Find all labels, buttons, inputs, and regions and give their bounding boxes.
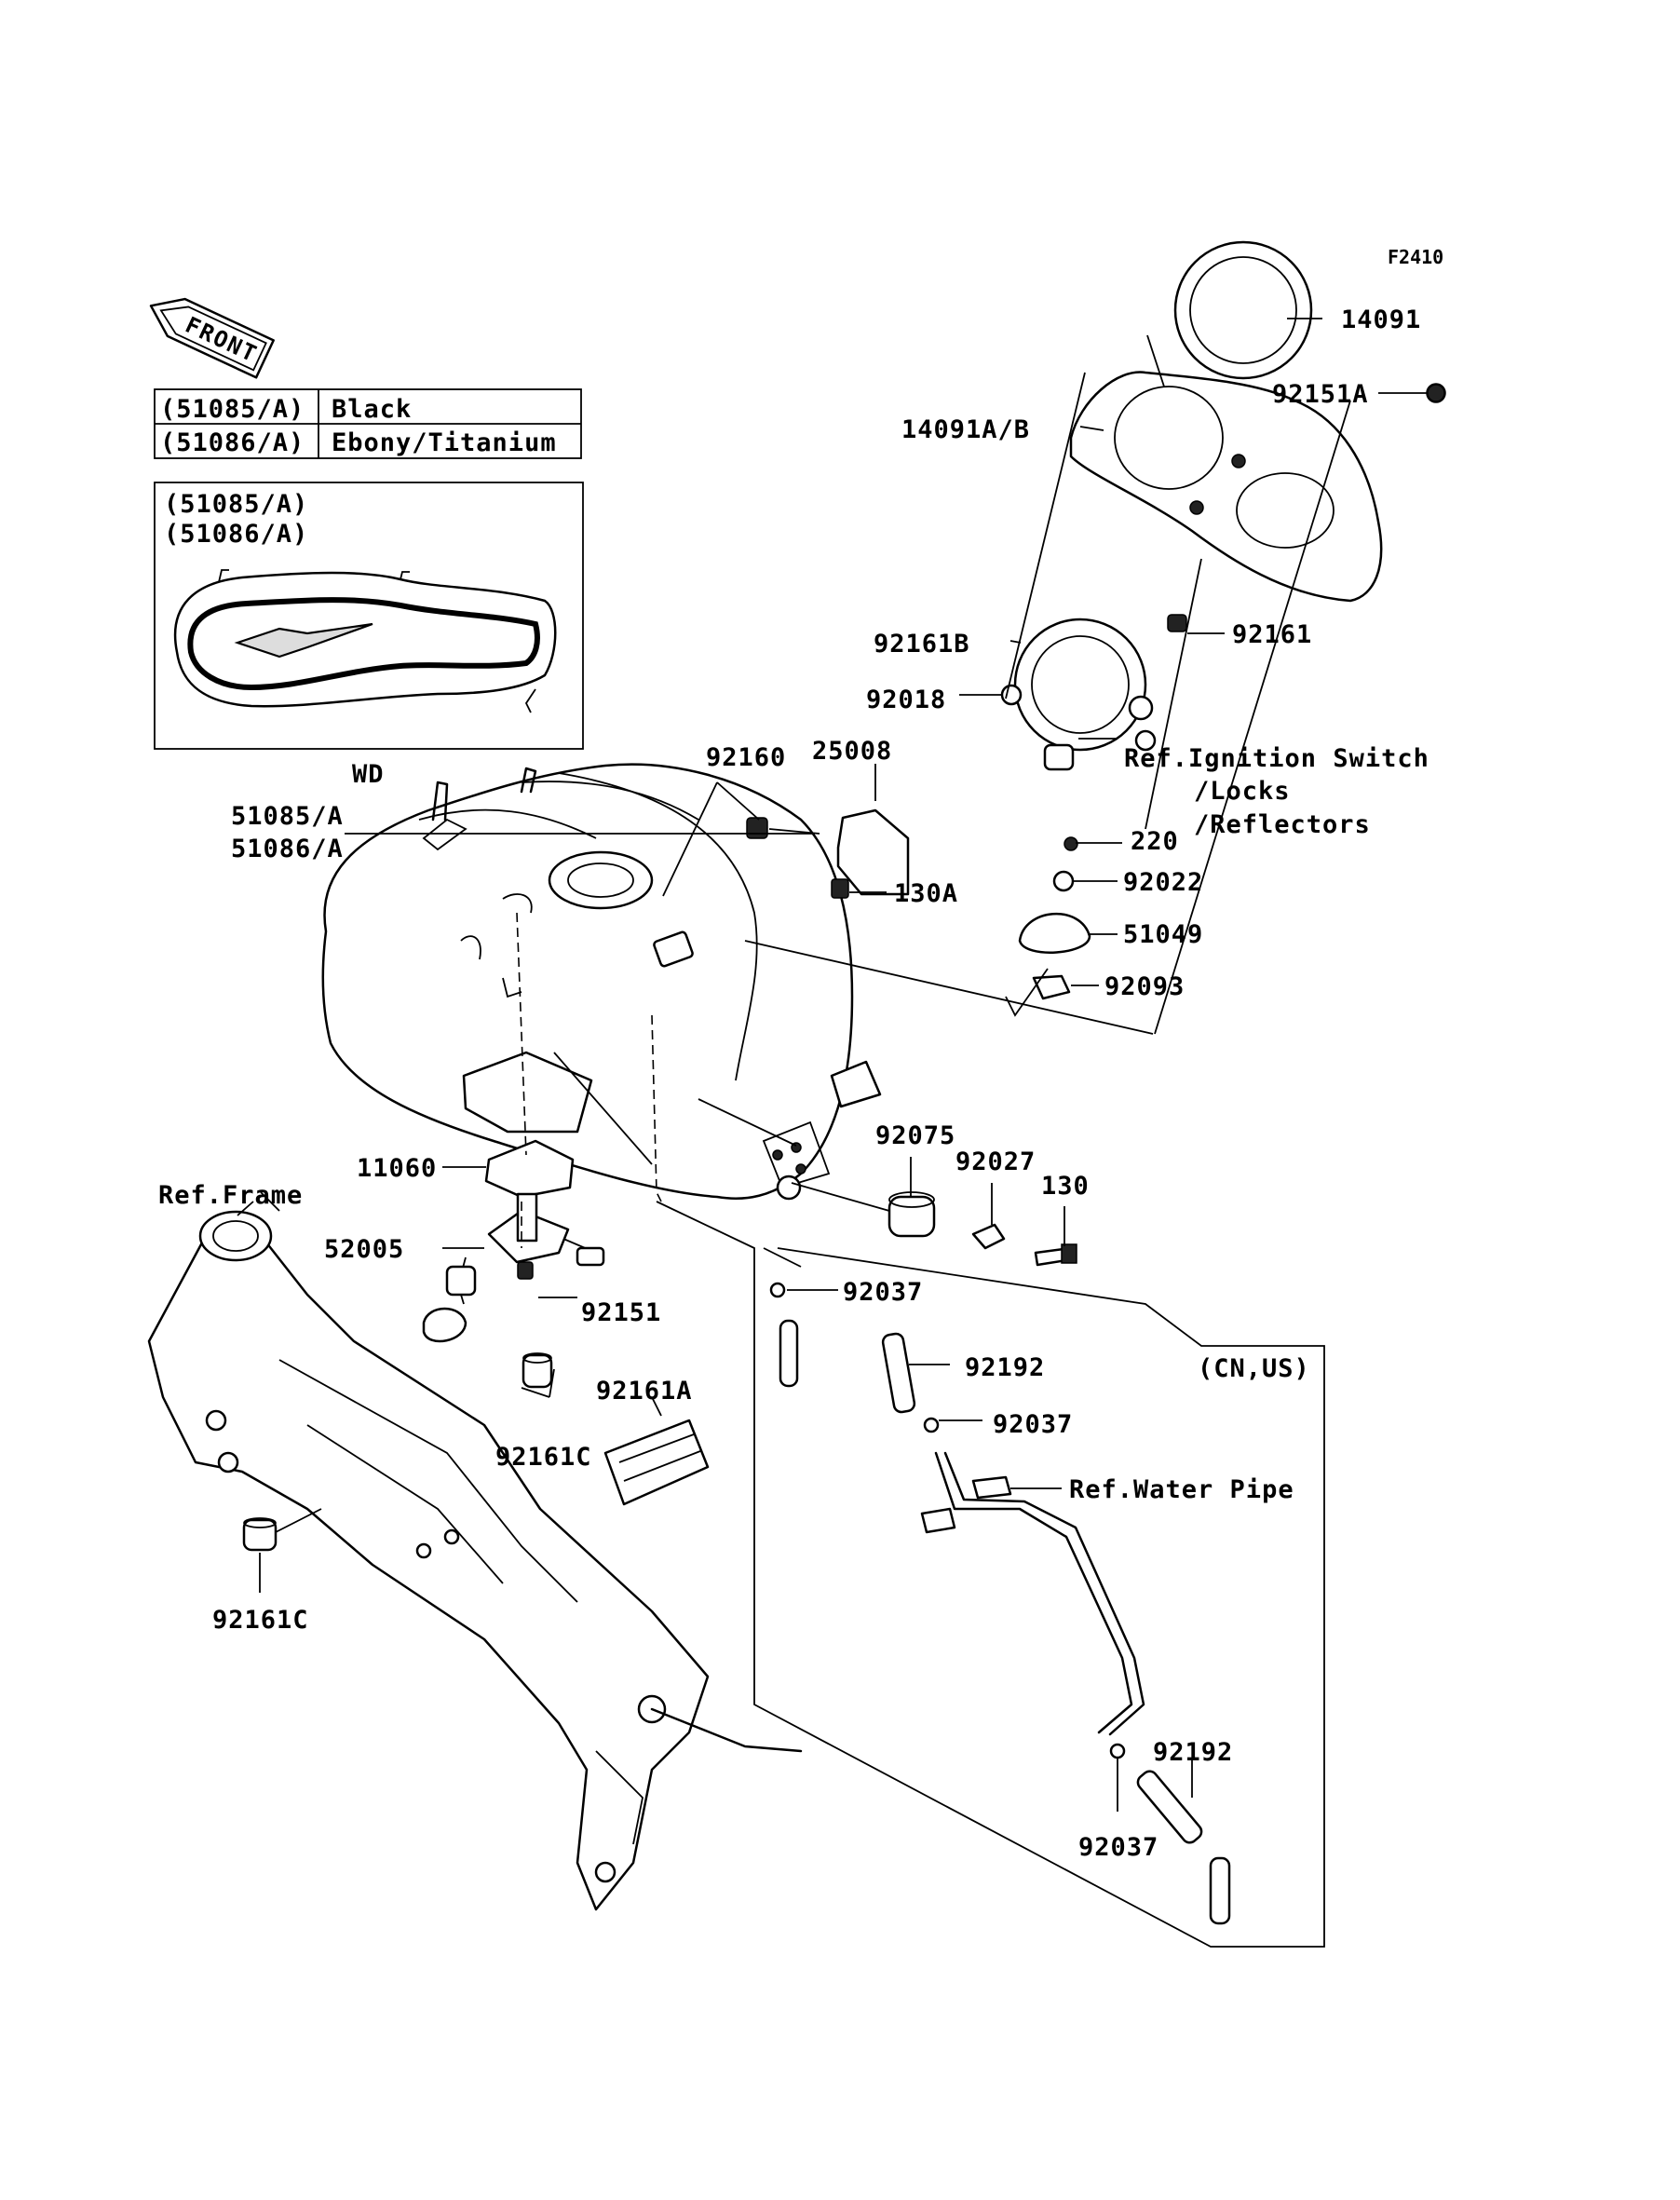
label-92037-c: 92037 — [1078, 1833, 1158, 1862]
color-table-part-1: (51085/A) — [160, 395, 305, 424]
label-wd: WD — [352, 760, 385, 789]
color-table-color-2: Ebony/Titanium — [332, 428, 557, 457]
fuel-pump-52005 — [422, 1192, 605, 1343]
label-130: 130 — [1041, 1172, 1090, 1201]
collar-92027 — [971, 1223, 1006, 1250]
label-92022: 92022 — [1123, 868, 1203, 897]
damper-92161c-upper — [522, 1352, 553, 1389]
bolt-92151a — [1427, 384, 1445, 402]
label-92161c-a: 92161C — [495, 1443, 592, 1472]
water-pipe — [920, 1451, 1145, 1736]
label-51049: 51049 — [1123, 920, 1203, 949]
hose-92192-lower — [1136, 1770, 1231, 1925]
label-51086a: 51086/A — [231, 835, 344, 863]
front-arrow-icon: FRONT — [149, 297, 275, 379]
frame — [147, 1210, 803, 1911]
inset-line-2: (51086/A) — [164, 520, 308, 549]
label-14091: 14091 — [1341, 306, 1421, 334]
label-ref-water-pipe: Ref.Water Pipe — [1069, 1475, 1294, 1504]
color-table: (51085/A) Black (51086/A) Ebony/Titanium — [154, 388, 582, 459]
label-92037-a: 92037 — [843, 1278, 923, 1307]
hose-92192-upper — [779, 1319, 916, 1414]
label-11060: 11060 — [357, 1154, 437, 1183]
label-92161b: 92161B — [874, 630, 970, 659]
label-92161c-b: 92161C — [212, 1606, 309, 1635]
pump-gasket-11060 — [484, 1139, 575, 1199]
label-ref-ignition-3: /Reflectors — [1194, 810, 1371, 839]
label-ref-ignition-2: /Locks — [1194, 777, 1291, 806]
label-92018: 92018 — [866, 686, 946, 714]
label-cn-us: (CN,US) — [1198, 1354, 1310, 1383]
label-92093: 92093 — [1104, 972, 1185, 1001]
label-ref-ignition-1: Ref.Ignition Switch — [1124, 744, 1429, 773]
label-14091ab: 14091A/B — [901, 415, 1030, 444]
damper-92161c-lower — [242, 1517, 278, 1552]
label-92192-b: 92192 — [1153, 1738, 1233, 1767]
inset-line-1: (51085/A) — [164, 490, 308, 519]
damper-92075 — [887, 1191, 936, 1238]
meter-ring-92161b — [1013, 618, 1157, 752]
label-92151: 92151 — [581, 1298, 661, 1327]
label-92160: 92160 — [706, 743, 786, 772]
tank-inset: (51085/A) (51086/A) — [154, 482, 584, 750]
label-92151a: 92151A — [1272, 380, 1369, 409]
color-table-part-2: (51086/A) — [160, 428, 305, 457]
fuel-tank — [321, 763, 854, 1201]
label-130a: 130A — [894, 879, 958, 908]
bolt-130 — [1034, 1243, 1077, 1267]
clamps-92037 — [769, 1282, 1126, 1759]
label-25008: 25008 — [812, 737, 892, 766]
color-table-color-1: Black — [332, 395, 412, 424]
part-labels: WD 51085/A 51086/A 14091 14091A/B 92151A… — [158, 306, 1429, 1862]
meter-cover-14091ab — [1069, 371, 1383, 603]
figure-code: F2410 — [1388, 246, 1443, 268]
label-52005: 52005 — [324, 1235, 404, 1264]
label-220: 220 — [1131, 827, 1179, 856]
label-92192-a: 92192 — [965, 1353, 1045, 1382]
label-92161a: 92161A — [596, 1377, 693, 1406]
boundary-lines — [516, 372, 1351, 1948]
leader-lines — [237, 318, 1428, 1812]
label-51085a: 51085/A — [231, 802, 344, 831]
label-92075: 92075 — [875, 1121, 955, 1150]
meter-gasket-14091 — [1173, 240, 1313, 380]
label-92037-b: 92037 — [993, 1410, 1073, 1439]
label-92161: 92161 — [1232, 620, 1312, 649]
label-92027: 92027 — [955, 1148, 1036, 1176]
label-ref-frame: Ref.Frame — [158, 1181, 303, 1210]
damper-92161a — [603, 1419, 710, 1506]
